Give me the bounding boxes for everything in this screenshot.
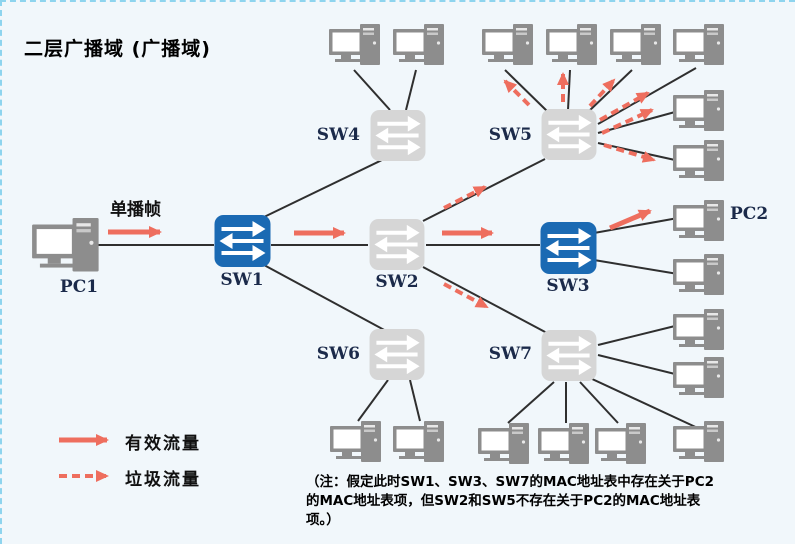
pc-icon [595, 423, 646, 464]
sw1-switch-icon [214, 215, 271, 267]
link-sw6-pc [357, 379, 389, 422]
link-sw4-pc [353, 69, 391, 111]
sw7-label: SW7 [488, 344, 532, 364]
garbage-traffic-arrows [59, 72, 656, 482]
garbage-arrow-sw5-pc [601, 108, 654, 135]
garbage-arrow-sw5-pc [588, 78, 616, 108]
sw4-label: SW4 [316, 125, 360, 145]
link-sw4-pc [405, 69, 417, 111]
pc2-label: PC2 [730, 204, 769, 224]
link-sw1-sw4 [263, 158, 385, 218]
diagram-title: 二层广播域 (广播域) [24, 38, 211, 60]
garbage-arrow-sw2-sw7 [443, 282, 489, 309]
legend-valid-label: 有效流量 [125, 434, 201, 454]
pc-icon [478, 423, 529, 464]
sw7-switch-icon [541, 330, 597, 381]
link-sw7-pc [589, 377, 703, 431]
sw6-switch-icon [369, 329, 425, 380]
pc-icon [673, 24, 724, 65]
sw3-switch-icon [540, 222, 597, 274]
link-sw7-pc [507, 381, 555, 424]
sw5-switch-icon [541, 109, 597, 160]
pc1-label: PC1 [59, 277, 99, 297]
link-sw7-pc [597, 325, 676, 346]
sw5-label: SW5 [488, 125, 532, 145]
pc-icon [610, 24, 661, 65]
link-sw6-pc [409, 379, 421, 422]
sw4-switch-icon [370, 110, 426, 161]
note-text: （注：假定此时SW1、SW3、SW7的MAC地址表中存在关于PC2 的MAC地址… [306, 473, 795, 530]
garbage-arrow-sw5-pc [603, 143, 656, 163]
pc-icon [546, 24, 597, 65]
pc-icon [673, 309, 724, 350]
link-sw7-pc [597, 354, 676, 375]
link-sw5-pc [597, 111, 676, 134]
sw1-label: SW1 [220, 270, 264, 290]
note-line: （注：假定此时SW1、SW3、SW7的MAC地址表中存在关于PC2 [306, 474, 715, 490]
link-sw3-pc2 [593, 217, 679, 234]
pc-icon [538, 423, 589, 464]
pc-icon [393, 421, 444, 462]
pc-icon [673, 357, 724, 398]
garbage-arrow-sw5-pc [503, 79, 531, 107]
link-sw3-pc [593, 259, 679, 275]
note-line: 项。） [306, 512, 340, 528]
garbage-arrow-sw2-sw5 [443, 185, 487, 210]
garbage-arrow-sw5-pc [599, 91, 650, 122]
sw2-label: SW2 [375, 272, 419, 292]
pc1-icon [32, 218, 99, 272]
note-line: 的MAC地址表项，但SW2和SW5不存在关于PC2的MAC地址表 [306, 493, 701, 509]
legend-garbage-label: 垃圾流量 [125, 470, 201, 490]
link-sw5-pc [567, 69, 571, 111]
sw6-label: SW6 [316, 344, 360, 364]
pc-icon [673, 421, 724, 462]
pc-icon [393, 24, 444, 65]
link-sw5-pc [504, 69, 549, 113]
sw2-switch-icon [369, 219, 425, 270]
pc-icon [673, 254, 724, 295]
valid-arrow-sw3-pc2 [609, 208, 652, 231]
pc-icon [482, 24, 533, 65]
link-sw1-sw6 [263, 264, 389, 333]
pc-icon [329, 24, 380, 65]
pc2-icon [673, 200, 724, 241]
unicast-frame-label: 单播帧 [110, 200, 161, 220]
pc-icon [673, 140, 724, 181]
link-sw2-sw7 [422, 266, 548, 334]
valid-traffic-arrows [59, 208, 652, 446]
pc-icon [330, 421, 381, 462]
pc-icon [673, 90, 724, 131]
link-sw7-pc [579, 381, 619, 424]
link-sw2-sw5 [422, 158, 546, 222]
sw3-label: SW3 [546, 276, 590, 296]
